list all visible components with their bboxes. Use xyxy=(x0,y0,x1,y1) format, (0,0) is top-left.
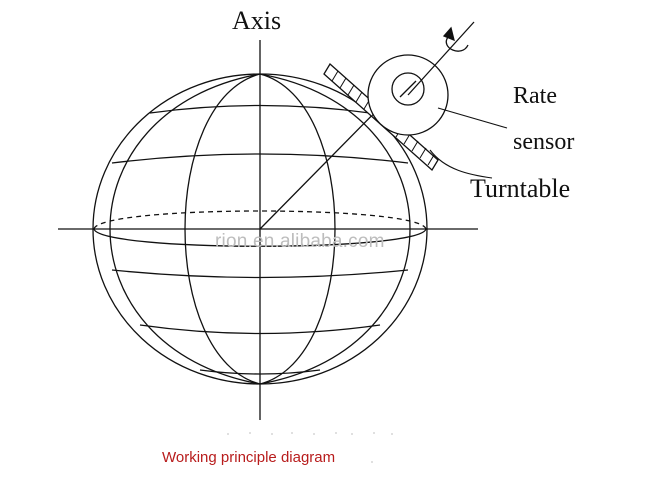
rate-sensor-leader-line xyxy=(437,107,508,129)
sensor-label: sensor xyxy=(513,129,575,155)
diagram-caption: Working principle diagram xyxy=(162,449,336,466)
turntable-label: Turntable xyxy=(470,174,571,203)
equator-back xyxy=(93,210,427,230)
scan-artifact xyxy=(227,432,393,463)
axis-label: Axis xyxy=(232,6,282,35)
rate-label: Rate xyxy=(513,83,557,109)
rotation-arrow-icon xyxy=(445,36,469,52)
watermark-text: rion.en.alibaba.com xyxy=(215,231,385,252)
radius-line xyxy=(259,94,393,230)
turntable-leader-line xyxy=(429,149,493,179)
rotation-arrowhead-icon xyxy=(442,26,455,42)
spin-axis-line xyxy=(407,21,475,96)
